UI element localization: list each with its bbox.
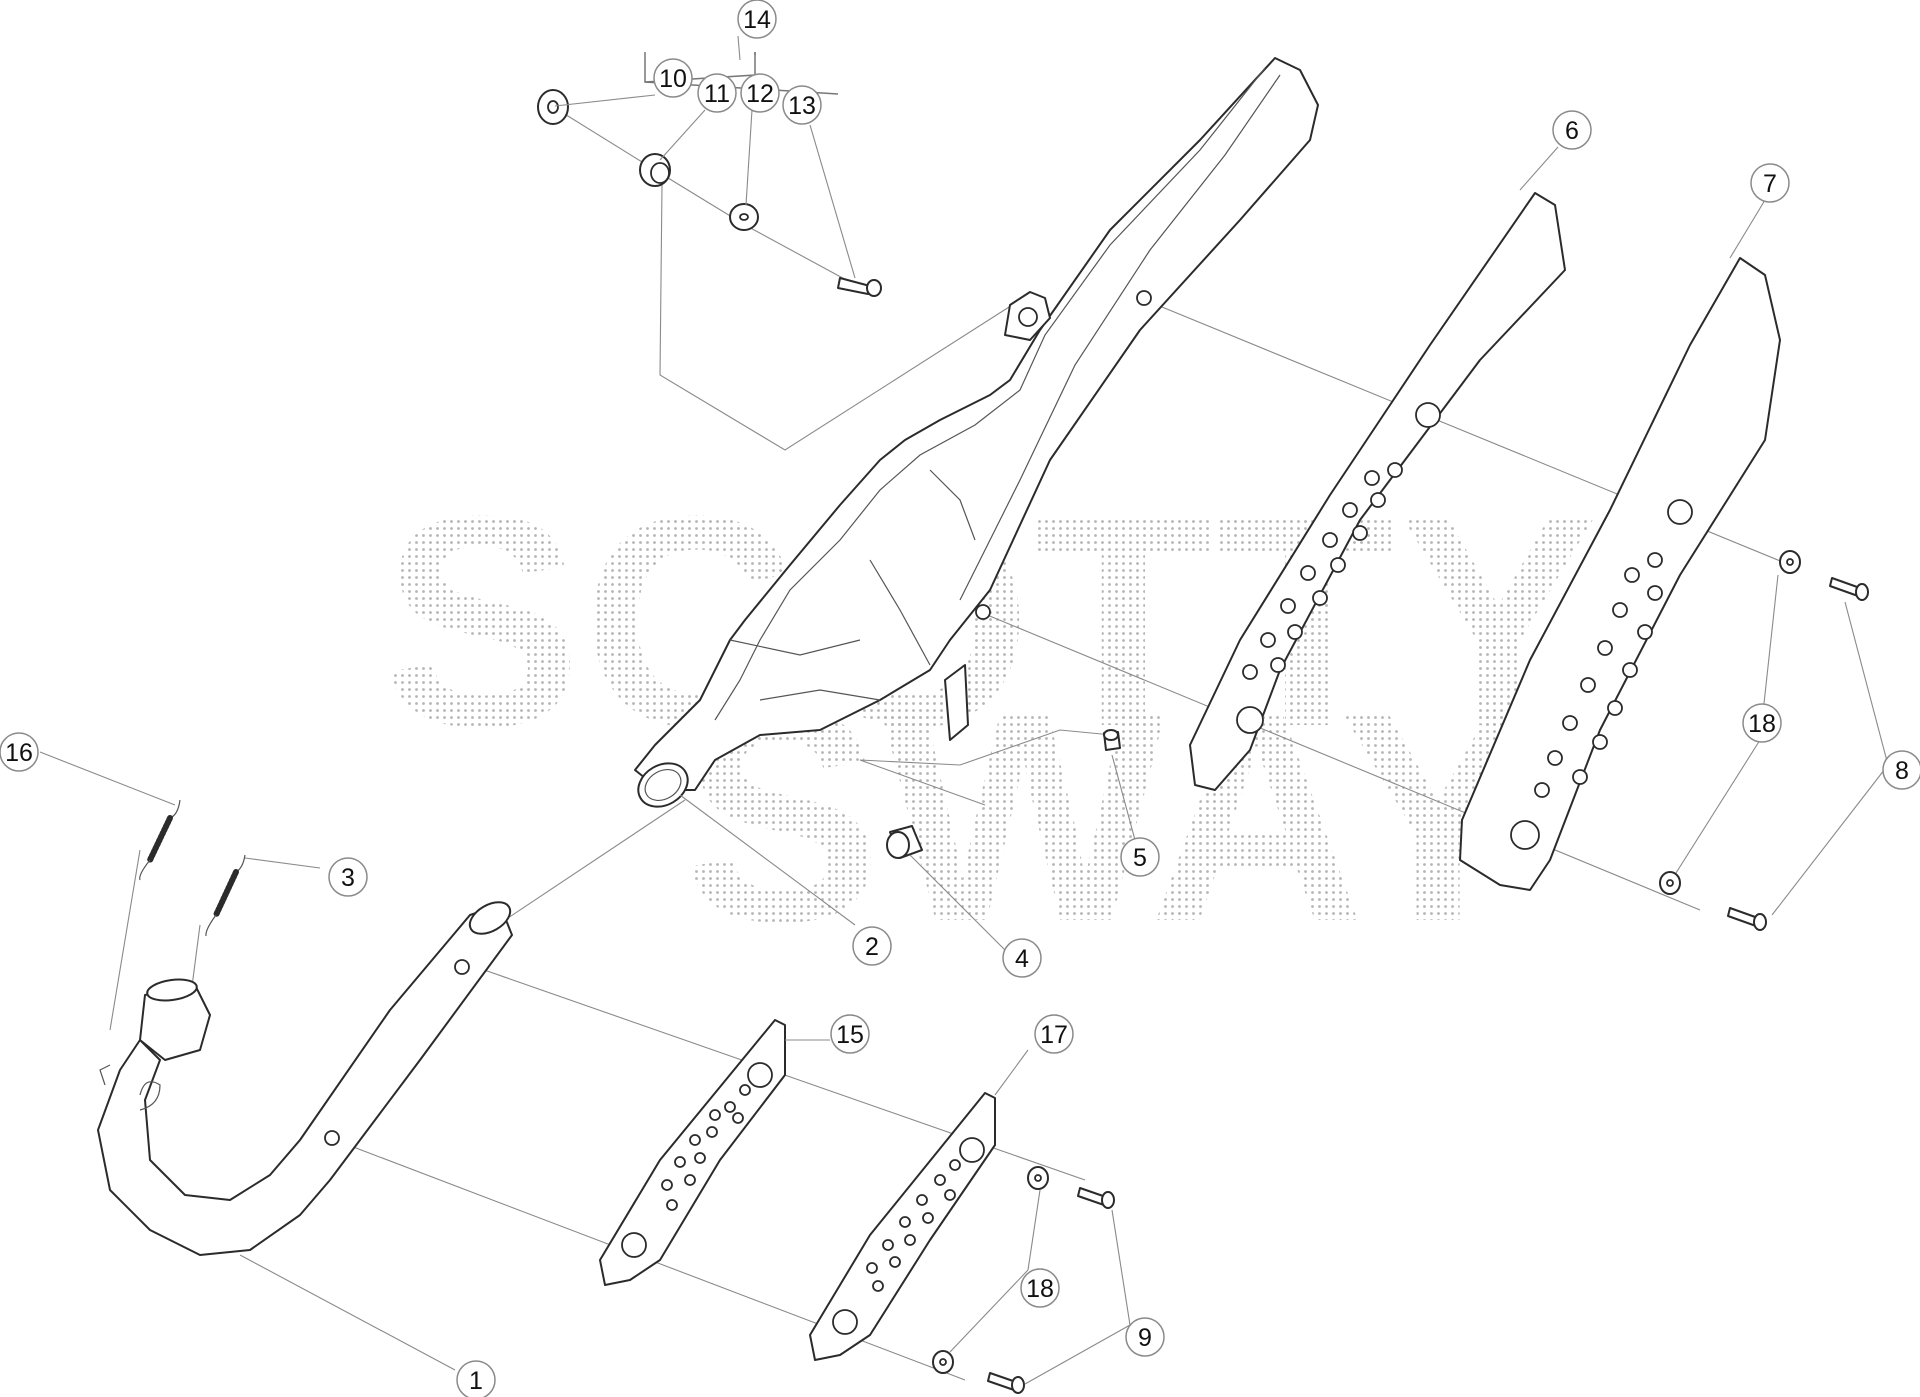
spring-3: [205, 854, 246, 937]
svg-text:18: 18: [1026, 1275, 1054, 1303]
callout-13: 13: [782, 85, 822, 125]
hardware-8-18: [1659, 550, 1869, 931]
svg-text:10: 10: [659, 65, 687, 93]
callout-17: 17: [1034, 1014, 1074, 1054]
svg-text:8: 8: [1895, 757, 1909, 785]
svg-text:1: 1: [469, 1367, 483, 1395]
callout-5: 5: [1120, 837, 1160, 877]
shield-6-vent-holes: [1242, 462, 1403, 680]
svg-text:15: 15: [836, 1021, 864, 1049]
callout-18-lower: 18: [1020, 1268, 1060, 1308]
svg-text:3: 3: [341, 864, 355, 892]
rubber-mount-4: [886, 825, 923, 859]
svg-text:4: 4: [1015, 945, 1029, 973]
callout-16: 16: [0, 732, 39, 772]
svg-text:18: 18: [1748, 710, 1776, 738]
spring-16: [139, 799, 181, 881]
callout-6: 6: [1552, 110, 1592, 150]
heat-shield-17: [809, 1092, 996, 1361]
callout-12: 12: [740, 73, 780, 113]
svg-text:14: 14: [743, 6, 771, 34]
callout-1: 1: [456, 1360, 496, 1397]
callout-8: 8: [1882, 750, 1920, 790]
callout-18-upper: 18: [1742, 703, 1782, 743]
header-pipe: [97, 901, 513, 1256]
hardware-9-18: [932, 1166, 1115, 1394]
svg-text:2: 2: [865, 933, 879, 961]
svg-text:11: 11: [704, 80, 730, 108]
shield-15-vent-holes: [661, 1084, 751, 1211]
svg-text:17: 17: [1040, 1021, 1068, 1049]
callout-10: 10: [653, 58, 693, 98]
grommet-assembly: [537, 89, 882, 297]
callout-11: 11: [697, 73, 737, 113]
callout-2: 2: [852, 926, 892, 966]
heat-shield-15: [599, 1019, 786, 1286]
svg-text:16: 16: [5, 739, 33, 767]
callout-9: 9: [1125, 1317, 1165, 1357]
callout-7: 7: [1750, 163, 1790, 203]
heat-shield-7: [1459, 257, 1781, 891]
svg-text:9: 9: [1138, 1324, 1152, 1352]
callout-3: 3: [328, 857, 368, 897]
callout-4: 4: [1002, 938, 1042, 978]
shield-7-vent-holes: [1534, 552, 1663, 798]
callout-14: 14: [737, 0, 777, 39]
callout-15: 15: [830, 1014, 870, 1054]
heat-shield-6: [1189, 192, 1566, 791]
svg-text:5: 5: [1133, 844, 1147, 872]
svg-text:6: 6: [1565, 117, 1579, 145]
svg-text:13: 13: [788, 92, 816, 120]
svg-text:12: 12: [746, 80, 774, 108]
stud-5: [1103, 729, 1121, 751]
muffler-body: [634, 57, 1319, 808]
shield-17-vent-holes: [866, 1159, 961, 1292]
svg-text:7: 7: [1763, 170, 1777, 198]
